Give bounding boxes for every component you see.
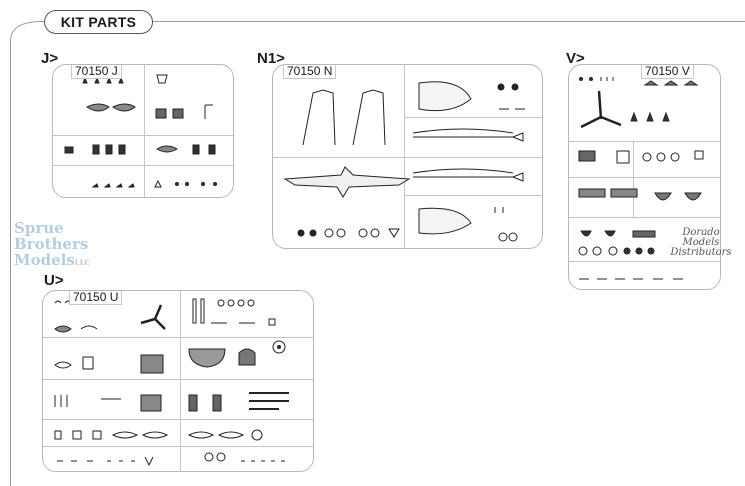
page-title: KIT PARTS bbox=[44, 10, 153, 34]
sprue-j: 70150 J bbox=[52, 64, 234, 198]
sprue-n1-parts bbox=[283, 81, 525, 242]
distributor-logo: Dorado Models Distributors bbox=[670, 227, 732, 258]
sprue-v-parts bbox=[578, 77, 704, 280]
watermark-logo: Sprue Brothers ModelsLLC bbox=[14, 219, 91, 269]
frame-left-line bbox=[10, 40, 11, 486]
sprue-j-parts bbox=[64, 74, 217, 188]
sprue-u-parts bbox=[54, 298, 289, 467]
sprue-n1-label: N1> bbox=[257, 50, 285, 67]
sprue-u: 70150 U bbox=[42, 290, 314, 472]
sprue-j-label: J> bbox=[41, 50, 59, 67]
sprue-v-code: 70150 V bbox=[641, 65, 694, 79]
sprue-n1: 70150 N bbox=[272, 64, 543, 249]
sprue-v: 70150 V bbox=[568, 64, 721, 290]
sprue-j-code: 70150 J bbox=[71, 65, 122, 79]
sprue-n1-code: 70150 N bbox=[283, 65, 337, 79]
frame-corner bbox=[10, 20, 45, 42]
sprue-u-code: 70150 U bbox=[69, 291, 123, 305]
sprue-u-label: U> bbox=[44, 272, 64, 289]
sprue-v-label: V> bbox=[566, 50, 585, 67]
frame-top-line bbox=[151, 21, 745, 22]
